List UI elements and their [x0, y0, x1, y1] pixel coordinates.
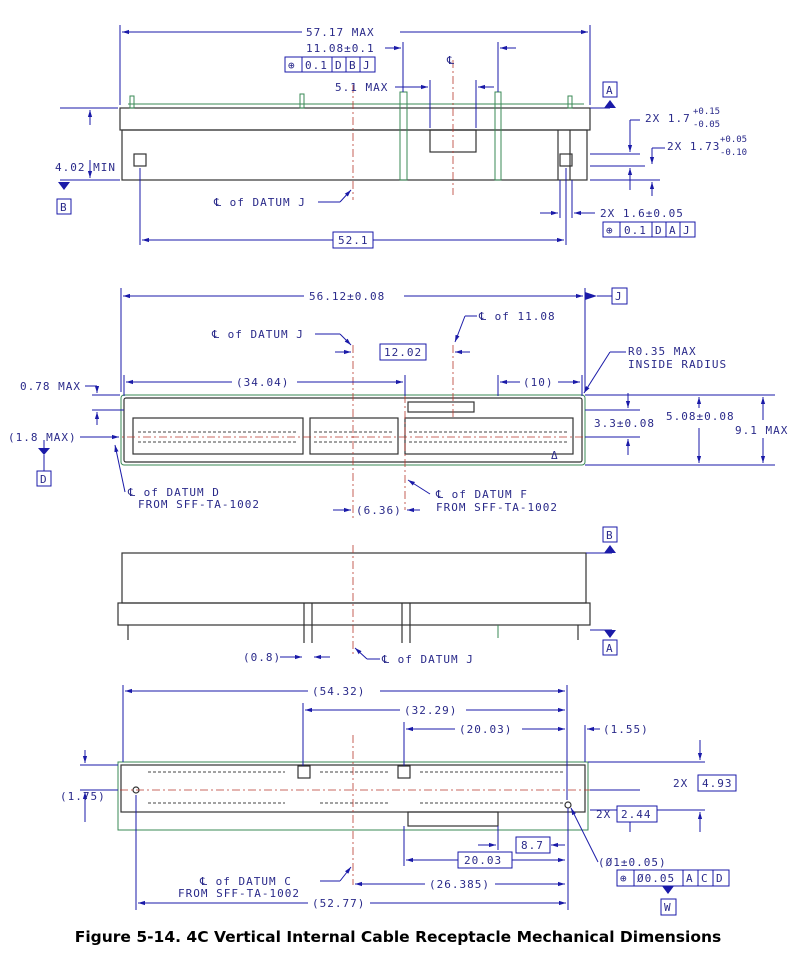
svg-text:2X: 2X: [673, 777, 688, 790]
svg-text:A: A: [686, 872, 694, 885]
centerline-symbol: ℄: [446, 54, 455, 67]
view-front-elevation: B A (0.8) ℄ of DATUM J: [117, 526, 618, 666]
dim-1-73: 2X 1.73: [667, 140, 720, 153]
label-cl-datum-j: ℄ of DATUM J: [213, 196, 306, 209]
latch-right: [494, 91, 502, 181]
datum-a-label-front: A: [606, 642, 614, 655]
dim-52-77: (52.77): [312, 897, 365, 910]
datum-w-label: W: [664, 901, 672, 914]
pin-field-3: [404, 417, 574, 455]
figure-caption: Figure 5-14. 4C Vertical Internal Cable …: [74, 928, 722, 946]
dim-hole: (Ø1±0.05): [598, 856, 667, 869]
datum-j-label: J: [615, 290, 623, 303]
dim-20-03a: (20.03): [459, 723, 512, 736]
svg-text:J: J: [683, 224, 691, 237]
pin-field-1: [132, 417, 304, 455]
dim-1-55: (1.55): [603, 723, 649, 736]
latch-left: [399, 91, 408, 181]
svg-text:+0.15: +0.15: [693, 107, 720, 117]
dim-4-02: 4.02 MIN: [55, 161, 116, 174]
dim-54-32: (54.32): [312, 685, 365, 698]
label-cl-datum-c: ℄ of DATUM C: [199, 875, 292, 888]
label-cl-datum-j-plan: ℄ of DATUM J: [211, 328, 304, 341]
datum-a-label: A: [606, 84, 614, 97]
dim-2-44: 2.44: [621, 808, 652, 821]
dim-26-385: (26.385): [429, 878, 490, 891]
dim-1-7: 2X 1.7: [645, 112, 691, 125]
svg-text:Ø0.05: Ø0.05: [637, 872, 675, 885]
svg-text:FROM SFF-TA-1002: FROM SFF-TA-1002: [138, 498, 260, 511]
feature-control-frame-1: ⊕ 0.1 D B J: [284, 56, 376, 73]
svg-text:B: B: [349, 59, 357, 72]
svg-text:A: A: [669, 224, 677, 237]
datum-b-label: B: [60, 201, 68, 214]
view-bottom: (54.32) (32.29) (20.03) (1.55) (1.75) 2X…: [60, 685, 737, 916]
dim-1-75: (1.75): [60, 790, 106, 803]
dim-4-93: 4.93: [702, 777, 733, 790]
svg-text:J: J: [363, 59, 371, 72]
svg-text:C: C: [701, 872, 709, 885]
peg-right: [559, 153, 573, 167]
peg-hole-right: [564, 801, 572, 809]
dim-32-29: (32.29): [404, 704, 457, 717]
dim-10: (10): [523, 376, 554, 389]
feature-control-frame-3: ⊕ Ø0.05 A C D: [616, 869, 730, 887]
label-cl-datum-f: ℄ of DATUM F: [435, 488, 528, 501]
triangle-marker: Δ: [551, 449, 559, 462]
dim-11-08: 11.08±0.1: [306, 42, 375, 55]
dim-1-8: (1.8 MAX): [8, 431, 77, 444]
dim-52-1: 52.1: [338, 234, 369, 247]
datum-b-label-front: B: [606, 529, 614, 542]
svg-text:⊕: ⊕: [606, 224, 614, 237]
dim-56-12: 56.12±0.08: [309, 290, 385, 303]
dim-3-3: 3.3±0.08: [594, 417, 655, 430]
svg-text:-0.05: -0.05: [693, 120, 720, 130]
dim-12-02: 12.02: [384, 346, 422, 359]
svg-text:D: D: [335, 59, 343, 72]
view-plan: Δ 56.12±0.08 J ℄ of 11.08 ℄ of DATUM J 1…: [8, 287, 788, 520]
svg-text:FROM SFF-TA-1002: FROM SFF-TA-1002: [436, 501, 558, 514]
front-body: [121, 552, 587, 604]
dim-34-04: (34.04): [236, 376, 289, 389]
svg-text:⊕: ⊕: [288, 59, 296, 72]
receptacle-top-flange: [119, 107, 591, 131]
front-flange: [117, 602, 591, 626]
svg-text:2X: 2X: [596, 808, 611, 821]
dim-6-36: (6.36): [356, 504, 402, 517]
svg-text:D: D: [655, 224, 663, 237]
dim-5-08: 5.08±0.08: [666, 410, 735, 423]
feature-control-frame-2: ⊕ 0.1 D A J: [602, 221, 696, 238]
pin-field-2: [309, 417, 399, 455]
svg-text:+0.05: +0.05: [720, 135, 747, 145]
datum-d-label: D: [40, 473, 48, 486]
label-inside-radius: INSIDE RADIUS: [628, 358, 727, 371]
view-side-elevation: 57.17 MAX 11.08±0.1 ⊕ 0.1 D B J ℄ 5.1 MA…: [55, 25, 747, 249]
dim-20-03b: 20.03: [464, 854, 502, 867]
dim-0-8: (0.8): [243, 651, 281, 664]
dim-8-7: 8.7: [521, 839, 544, 852]
dim-57-17: 57.17 MAX: [306, 26, 375, 39]
svg-text:D: D: [716, 872, 724, 885]
svg-text:⊕: ⊕: [620, 872, 628, 885]
peg-left: [133, 153, 147, 167]
svg-text:FROM SFF-TA-1002: FROM SFF-TA-1002: [178, 887, 300, 900]
label-cl-11-08: ℄ of 11.08: [478, 310, 556, 323]
svg-text:0.1: 0.1: [624, 224, 647, 237]
label-cl-datum-j-front: ℄ of DATUM J: [381, 653, 474, 666]
receptacle-body: [121, 129, 588, 181]
svg-text:-0.10: -0.10: [720, 148, 747, 158]
svg-text:0.1: 0.1: [305, 59, 328, 72]
dim-9-1: 9.1 MAX: [735, 424, 788, 437]
dim-1-6: 2X 1.6±0.05: [600, 207, 684, 220]
label-r0-35: R0.35 MAX: [628, 345, 697, 358]
dim-0-78: 0.78 MAX: [20, 380, 81, 393]
dim-5-1: 5.1 MAX: [335, 81, 388, 94]
mechanical-drawing: 57.17 MAX 11.08±0.1 ⊕ 0.1 D B J ℄ 5.1 MA…: [8, 25, 788, 916]
label-cl-datum-d: ℄ of DATUM D: [127, 486, 220, 499]
